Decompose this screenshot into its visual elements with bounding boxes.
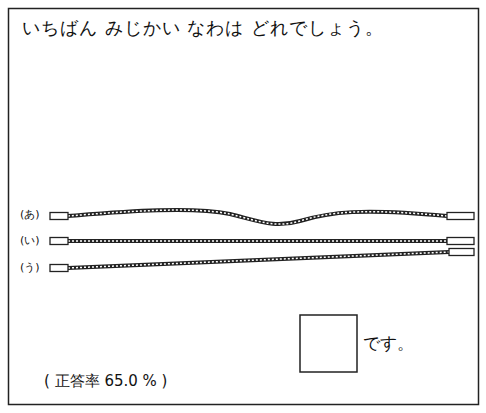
question-text: いちばん みじかい なわは どれでしょう。 [22,14,472,43]
rope-label: (い) [20,234,40,248]
answer-box [300,315,357,372]
rope-label: (あ) [20,208,40,222]
outer-frame [9,9,479,405]
rope-label: (う) [20,261,40,275]
correct-rate-note: ( 正答率 65.0 % ) [44,372,167,391]
rope-u [50,249,474,272]
rope-i [50,238,474,245]
answer-suffix: です。 [363,333,414,354]
rope-a [50,210,474,224]
